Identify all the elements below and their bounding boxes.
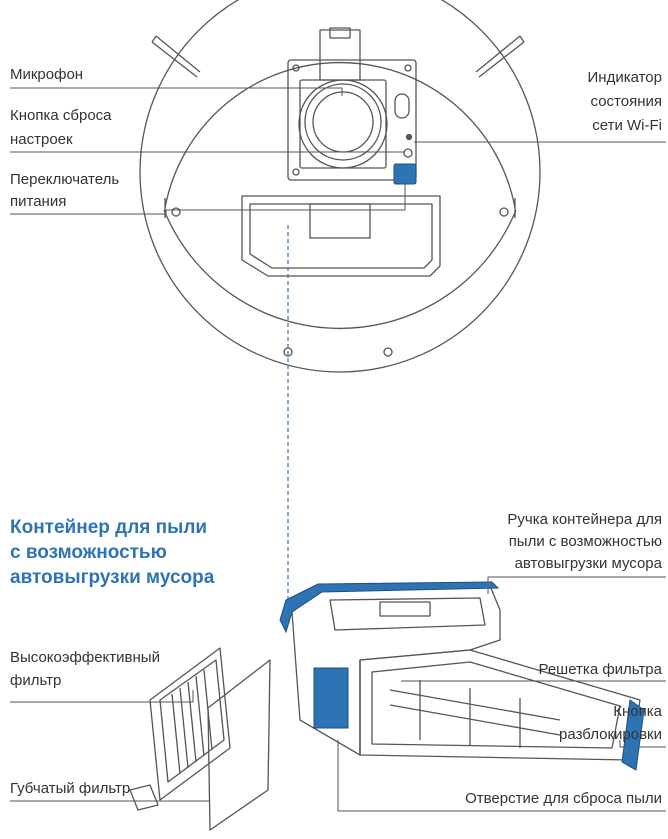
label-filter-grille: Решетка фильтра [538,658,662,681]
label-wifi-line2: состояния [591,90,662,113]
label-microphone: Микрофон [10,63,83,86]
label-power-switch-line1: Переключатель [10,168,119,191]
bin-title-line2: с возможностью [10,540,167,565]
bin-title-line1: Контейнер для пыли [10,515,207,540]
bin-title-line3: автовыгрузки мусора [10,565,214,590]
label-sponge-filter: Губчатый фильтр [10,777,130,800]
side-brush-right [476,36,524,77]
label-power-switch-line2: питания [10,190,66,213]
label-handle-line3: автовыгрузки мусора [515,552,662,575]
label-unlock-line2: разблокировки [559,723,662,746]
label-hepa-line1: Высокоэффективный [10,646,160,669]
label-reset-button-line1: Кнопка сброса [10,104,112,127]
hepa-filter [130,648,230,810]
top-mechanism [288,28,416,180]
label-dust-outlet: Отверстие для сброса пыли [465,787,662,810]
label-handle-line2: пыли с возможностью [509,530,662,553]
label-reset-button-line2: настроек [10,128,73,151]
label-wifi-line3: сети Wi-Fi [592,114,662,137]
power-switch [394,164,416,184]
label-hepa-line2: фильтр [10,669,61,692]
label-unlock-line1: Кнопка [613,700,662,723]
container-handle [280,582,498,632]
label-wifi-line1: Индикатор [588,66,663,89]
robot-body [140,0,540,372]
label-handle-line1: Ручка контейнера для [507,508,662,531]
dust-outlet [314,668,348,728]
dust-bin-slot [242,196,440,276]
